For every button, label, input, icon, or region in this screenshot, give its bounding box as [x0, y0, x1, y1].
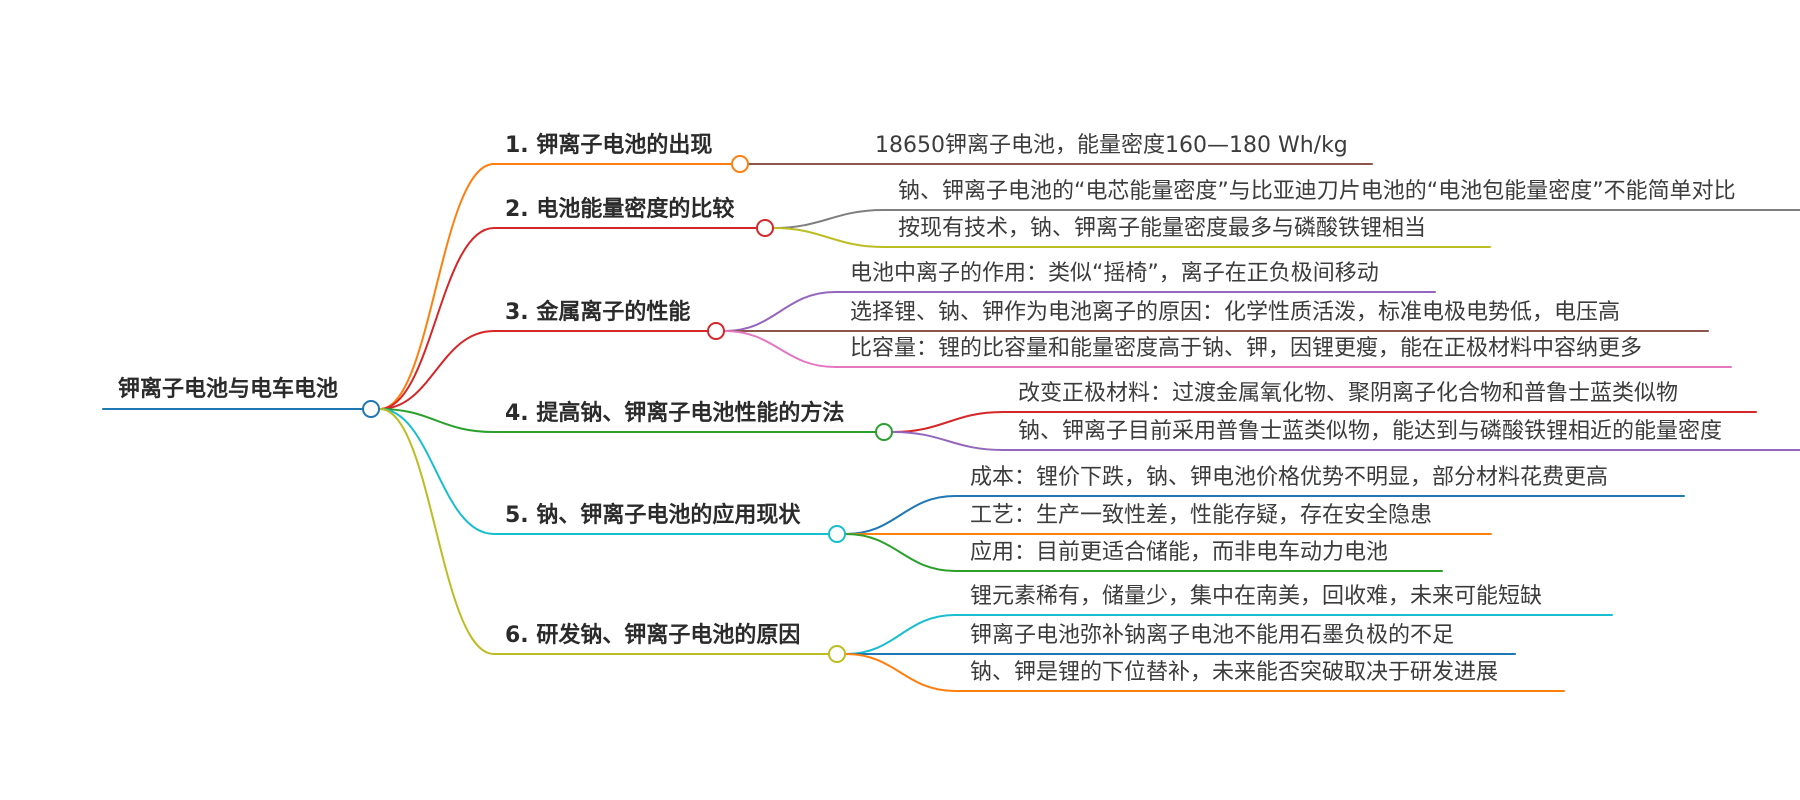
branch-topic-3[interactable]: 3. 金属离子的性能: [505, 300, 691, 325]
leaf-topic-5-1[interactable]: 成本：锂价下跌，钠、钾电池价格优势不明显，部分材料花费更高: [970, 465, 1609, 490]
branch-topic-4[interactable]: 4. 提高钠、钾离子电池性能的方法: [505, 401, 845, 426]
branch-topic-1[interactable]: 1. 钾离子电池的出现: [505, 133, 713, 158]
leaf-2-2-connector: [773, 227, 1491, 248]
leaf-5-1-connector: [845, 495, 1685, 535]
leaf-topic-6-1[interactable]: 锂元素稀有，储量少，集中在南美，回收难，未来可能短缺: [970, 584, 1543, 609]
branch-topic-6[interactable]: 6. 研发钠、钾离子电池的原因: [505, 623, 801, 648]
leaf-topic-4-1[interactable]: 改变正极材料：过渡金属氧化物、聚阴离子化合物和普鲁士蓝类似物: [1018, 381, 1679, 406]
branch-1-connector: [379, 163, 732, 410]
leaf-6-3-connector: [845, 653, 1565, 692]
root-topic[interactable]: 钾离子电池与电车电池: [118, 377, 339, 402]
leaf-topic-5-2[interactable]: 工艺：生产一致性差，性能存疑，存在安全隐患: [970, 503, 1433, 528]
branch-5-collapse-toggle[interactable]: [828, 525, 846, 543]
leaf-topic-2-1[interactable]: 钠、钾离子电池的“电芯能量密度”与比亚迪刀片电池的“电池包能量密度”不能简单对比: [898, 179, 1736, 204]
branch-6-collapse-toggle[interactable]: [828, 645, 846, 663]
leaf-2-1-connector: [773, 209, 1800, 229]
leaf-topic-3-2[interactable]: 选择锂、钠、钾作为电池离子的原因：化学性质活泼，标准电极电势低，电压高: [850, 300, 1621, 325]
branch-topic-5[interactable]: 5. 钠、钾离子电池的应用现状: [505, 503, 801, 528]
branch-5-connector: [379, 408, 829, 535]
leaf-topic-6-3[interactable]: 钠、钾是锂的下位替补，未来能否突破取决于研发进展: [970, 660, 1499, 685]
leaf-4-2-connector: [892, 431, 1800, 451]
branch-2-collapse-toggle[interactable]: [756, 219, 774, 237]
branch-1-collapse-toggle[interactable]: [731, 155, 749, 173]
leaf-topic-4-2[interactable]: 钠、钾离子目前采用普鲁士蓝类似物，能达到与磷酸铁锂相近的能量密度: [1018, 419, 1723, 444]
branch-topic-2[interactable]: 2. 电池能量密度的比较: [505, 197, 735, 222]
branch-2-connector: [379, 227, 757, 410]
branch-4-connector: [379, 408, 876, 433]
branch-6-connector: [379, 408, 829, 655]
leaf-topic-6-2[interactable]: 钾离子电池弥补钠离子电池不能用石墨负极的不足: [970, 623, 1455, 648]
leaf-3-3-connector: [724, 330, 1732, 368]
root-collapse-toggle[interactable]: [362, 400, 380, 418]
branch-3-collapse-toggle[interactable]: [707, 322, 725, 340]
leaf-5-3-connector: [845, 533, 1443, 572]
branch-4-collapse-toggle[interactable]: [875, 423, 893, 441]
leaf-4-1-connector: [892, 411, 1757, 433]
leaf-topic-2-2[interactable]: 按现有技术，钠、钾离子能量密度最多与磷酸铁锂相当: [898, 216, 1427, 241]
leaf-topic-3-3[interactable]: 比容量：锂的比容量和能量密度高于钠、钾，因锂更瘦，能在正极材料中容纳更多: [850, 336, 1643, 361]
leaf-6-1-connector: [845, 614, 1613, 655]
branch-3-connector: [379, 330, 708, 410]
leaf-topic-1-1[interactable]: 18650钾离子电池，能量密度160—180 Wh/kg: [875, 133, 1348, 158]
leaf-topic-3-1[interactable]: 电池中离子的作用：类似“摇椅”，离子在正负极间移动: [850, 261, 1379, 286]
leaf-3-1-connector: [724, 291, 1436, 332]
leaf-topic-5-3[interactable]: 应用：目前更适合储能，而非电车动力电池: [970, 540, 1389, 565]
